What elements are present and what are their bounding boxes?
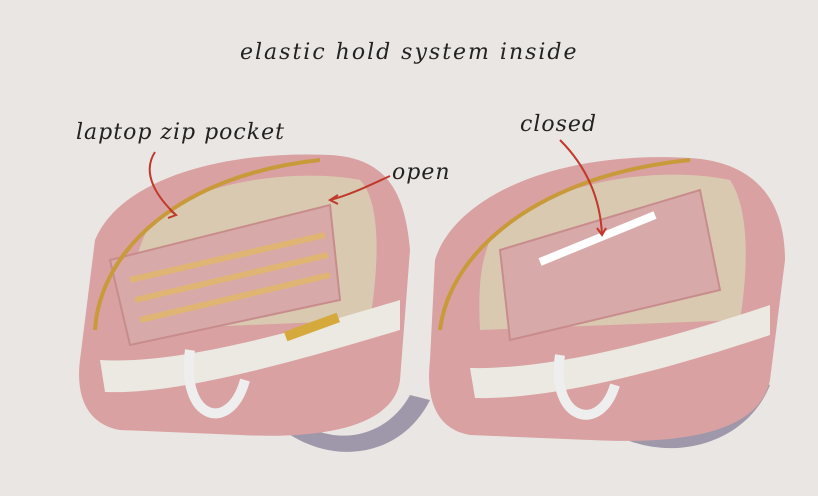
arrow-open: [329, 175, 391, 201]
right-elastic-strap: [538, 211, 657, 266]
left-bag-open: [79, 154, 430, 452]
label-open: open: [392, 160, 451, 185]
label-laptop-zip-pocket: laptop zip pocket: [76, 120, 285, 145]
left-handle: [183, 349, 250, 419]
right-laptop-pocket: [498, 188, 722, 342]
left-strap: [250, 390, 430, 452]
left-buckle: [283, 312, 341, 342]
caption-title: elastic hold system inside: [240, 40, 579, 65]
arrow-closed: [559, 139, 603, 236]
left-laptop-pocket: [108, 203, 342, 347]
label-closed: closed: [520, 112, 597, 137]
right-front-band: [470, 305, 770, 399]
left-zipper: [93, 158, 321, 331]
right-zipper: [438, 158, 691, 331]
right-bag-closed: [429, 157, 785, 449]
annotation-arrows: [148, 139, 607, 237]
right-handle: [553, 354, 620, 420]
left-elastic-straps: [129, 232, 331, 323]
